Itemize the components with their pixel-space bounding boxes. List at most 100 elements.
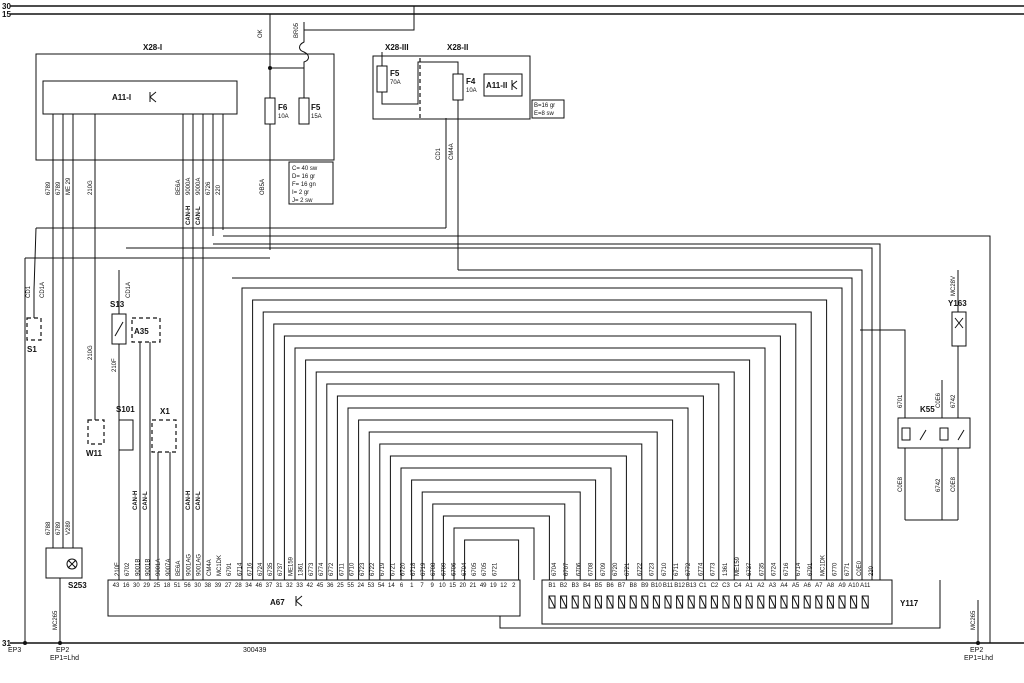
a67-pin: 14 (388, 583, 395, 589)
a67-label: A67 (270, 598, 285, 607)
y117-element-mark (606, 595, 614, 609)
k55-6742b: 6742 (936, 478, 942, 492)
harness-loop (432, 503, 566, 580)
y117-element (838, 595, 846, 609)
y117-wire-code: 1361 (723, 562, 729, 576)
f6-amp: 10A (278, 114, 289, 120)
w-6789b: 6789 (56, 181, 62, 195)
f5-amp: 70A (390, 80, 401, 86)
y117-pin: A5 (792, 583, 800, 589)
y117-wire-code: C0E0 (857, 560, 863, 576)
y117-pin: A6 (804, 583, 812, 589)
a67-pin: 54 (378, 583, 385, 589)
y117-pin: B4 (583, 583, 591, 589)
y117-wire-code: 6772 (686, 562, 692, 576)
a67-pin: 12 (500, 583, 507, 589)
y117-pin: C1 (699, 583, 707, 589)
y117-pin: A3 (769, 583, 777, 589)
w-6789a: 6789 (46, 181, 52, 195)
s253-v289: V289 (66, 520, 72, 535)
y117-element (629, 595, 637, 609)
y117-element-mark (676, 595, 684, 609)
rail-30-label: 30 (2, 2, 11, 11)
y117-wire-code: 6737 (747, 562, 753, 576)
a67-wire-code: 6702 (125, 562, 131, 576)
a67-pin: 20 (459, 583, 466, 589)
y117-wire-code: 6714 (796, 562, 802, 576)
y117-wire-code: 6710 (662, 562, 668, 576)
a67-wire-code: 6711 (339, 562, 345, 576)
y117-element-mark (699, 595, 707, 609)
s253-mc265: MC265 (53, 610, 59, 630)
a67-wire-code: 6718 (411, 562, 417, 576)
y117-wire-code: 6707 (564, 562, 570, 576)
a67-wire-code: 6709 (441, 562, 447, 576)
ob5a-code: OB5A (260, 179, 266, 195)
a67-pin: 25 (337, 583, 344, 589)
y117-pin: B1 (548, 583, 556, 589)
a67-wire-code: 6719 (380, 562, 386, 576)
y117-element-mark (734, 595, 742, 609)
x28-note-2: D= 16 gr (292, 174, 315, 180)
a11-2-label: A11-II (486, 81, 507, 90)
s13-210g: 210G (88, 345, 94, 360)
a67-wire-code: 6723 (360, 562, 366, 576)
y117-element (606, 595, 614, 609)
y117-element (826, 595, 834, 609)
harness-loop (421, 491, 581, 580)
ep2-right-label: EP2 (970, 647, 983, 654)
a67-pin: 53 (368, 583, 375, 589)
ok-code: OK (258, 29, 264, 38)
a67-wire-code: 6737 (278, 562, 284, 576)
harness-loop (283, 335, 781, 580)
a67-wire-code: 6720 (401, 562, 407, 576)
a67-wire-code: ME159 (288, 556, 294, 576)
y117-element-mark (583, 595, 591, 609)
w-me29: ME 29 (66, 177, 72, 195)
y117-element-mark (780, 595, 788, 609)
harness-loop (358, 419, 674, 580)
a67-wire-code: MC1DK (217, 555, 223, 576)
a67-wire-code: 1361 (299, 562, 305, 576)
y117-element (780, 595, 788, 609)
y117-element-mark (710, 595, 718, 609)
y117-pin: A4 (780, 583, 788, 589)
x28-note-1: C= 40 sw (292, 166, 318, 172)
y117-element-mark (571, 595, 579, 609)
y117-pin: C4 (734, 583, 742, 589)
y117-element (664, 595, 672, 609)
y117-wire-code: 6706 (576, 562, 582, 576)
y117-pin: A9 (838, 583, 846, 589)
a67-wire-code: BE6A (176, 561, 182, 576)
y117-pin: B8 (630, 583, 638, 589)
y117-element-mark (664, 595, 672, 609)
harness-loop (273, 323, 797, 580)
y117-wire-code: 6791 (808, 562, 814, 576)
rail-15-label: 15 (2, 10, 11, 19)
a67-wire-code: 6719 (421, 562, 427, 576)
a35-label: A35 (134, 327, 149, 336)
y163-mc28v: MC28V (951, 276, 957, 296)
a67-pin: 19 (490, 583, 497, 589)
f5b-amp: 15A (311, 114, 322, 120)
y117-element-mark (641, 595, 649, 609)
ep3-label: EP3 (8, 647, 21, 654)
a67-pin: 24 (357, 583, 364, 589)
a67-pin: 32 (286, 583, 293, 589)
y117-pin: A11 (860, 583, 871, 589)
s253-6788: 6788 (46, 521, 52, 535)
a67-wire-code: 6773 (309, 562, 315, 576)
a67-wire-code: 6716 (248, 562, 254, 576)
f4-label: F4 (466, 77, 476, 86)
y117-pin: B7 (618, 583, 626, 589)
y117-element-mark (594, 595, 602, 609)
a67-pin: 6 (400, 583, 404, 589)
rail-30: 30 (2, 2, 1024, 11)
a67-pin: 56 (184, 583, 191, 589)
y117-element (594, 595, 602, 609)
can-h-mid1: CAN-H (133, 491, 139, 510)
y117-element-mark (745, 595, 753, 609)
